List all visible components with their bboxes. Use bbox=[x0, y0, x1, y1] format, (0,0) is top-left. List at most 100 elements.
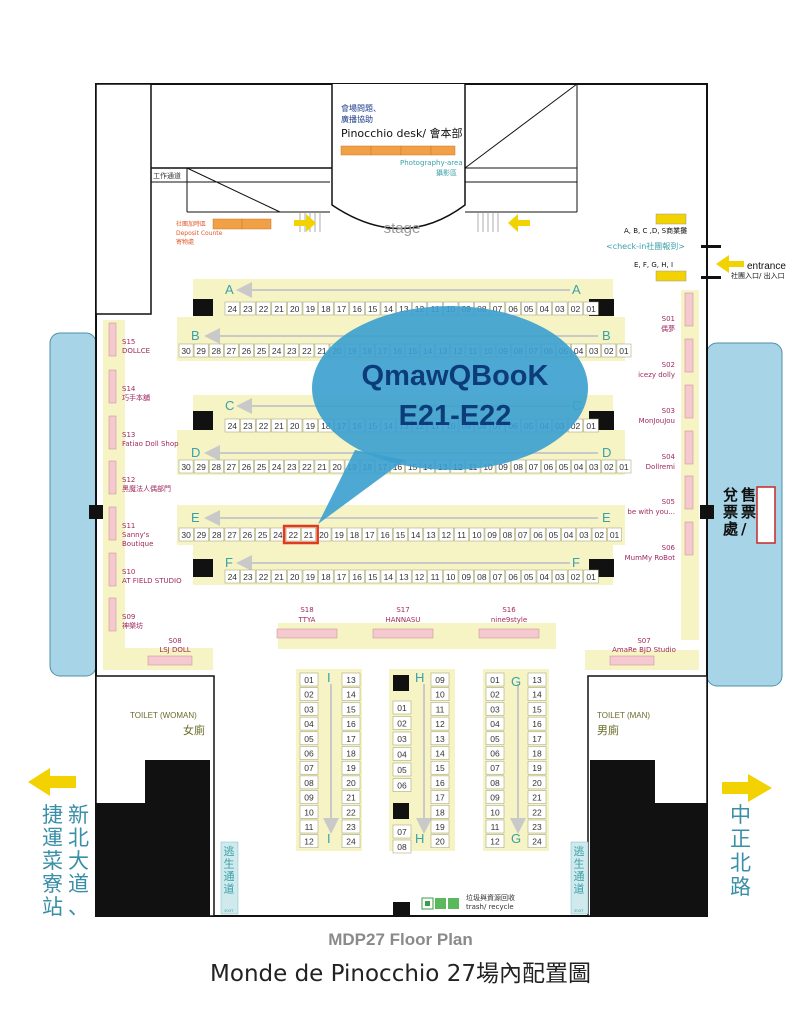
booth-e-03 bbox=[576, 527, 592, 542]
booth-callout: QmawQBooK E21-E22 bbox=[312, 306, 588, 524]
booth-number: 15 bbox=[368, 304, 378, 314]
highlighted-booths bbox=[282, 524, 319, 545]
booth-number: 01 bbox=[586, 421, 596, 431]
booth-d-25 bbox=[254, 459, 269, 474]
booth-number: 19 bbox=[435, 822, 445, 832]
booth-number: 02 bbox=[595, 530, 605, 540]
booth-number: 02 bbox=[490, 690, 500, 700]
booth-number: 19 bbox=[306, 304, 316, 314]
booth-h-15 bbox=[430, 760, 450, 775]
booth-g-11 bbox=[485, 819, 505, 834]
booth-number: 19 bbox=[306, 572, 316, 582]
booth-d-03 bbox=[586, 459, 602, 474]
booth-number: 16 bbox=[380, 530, 390, 540]
special-booth-s04 bbox=[684, 430, 694, 465]
booth-number: 03 bbox=[490, 704, 500, 714]
booth-number: 30 bbox=[181, 462, 191, 472]
booth-number: 08 bbox=[490, 778, 500, 788]
booth-number: 11 bbox=[457, 530, 466, 540]
booth-number: 23 bbox=[287, 462, 297, 472]
dealer-abcd-label: A, B, C ,D, S商業攤 bbox=[624, 226, 687, 235]
special-booth-code: S12 bbox=[122, 476, 135, 484]
booth-number: 20 bbox=[532, 778, 542, 788]
row-label-a: A bbox=[225, 282, 234, 297]
booth-number: 24 bbox=[272, 462, 282, 472]
booth-a-02 bbox=[567, 301, 584, 316]
booth-number: 21 bbox=[304, 530, 314, 540]
booth-f-13 bbox=[396, 569, 412, 584]
trash-recycle-icon bbox=[421, 897, 459, 910]
booth-e-17 bbox=[362, 527, 378, 542]
booth-g-06 bbox=[485, 746, 505, 760]
booth-number: 30 bbox=[181, 346, 191, 356]
booth-number: 07 bbox=[493, 572, 503, 582]
booth-number: 26 bbox=[243, 530, 253, 540]
booth-number: 19 bbox=[334, 530, 344, 540]
staff-passage-label: 工作通道 bbox=[153, 171, 181, 180]
booth-number: 15 bbox=[532, 704, 542, 714]
booth-number: 05 bbox=[397, 765, 407, 775]
booth-g-24 bbox=[527, 834, 547, 848]
booth-f-09 bbox=[458, 569, 474, 584]
booth-h-13 bbox=[430, 731, 450, 746]
booth-h-06 bbox=[392, 778, 412, 792]
special-booth-name: HANNASU bbox=[386, 616, 421, 624]
booth-number: 01 bbox=[304, 675, 314, 685]
booth-i-01 bbox=[299, 672, 319, 687]
floor-plan-title: MDP27 Floor Plan bbox=[328, 930, 473, 949]
pinocchio-desk bbox=[340, 145, 456, 156]
booth-e-22 bbox=[285, 527, 301, 542]
booth-number: 24 bbox=[273, 530, 283, 540]
booth-i-02 bbox=[299, 687, 319, 701]
booth-number: 09 bbox=[435, 675, 445, 685]
special-booth-code: S04 bbox=[662, 453, 676, 461]
booth-g-08 bbox=[485, 775, 505, 790]
column-label-i: I bbox=[327, 670, 331, 685]
special-booth-code: S07 bbox=[637, 637, 650, 645]
special-booth-code: S09 bbox=[122, 613, 135, 621]
booth-b-02 bbox=[601, 343, 617, 358]
booth-number: 21 bbox=[274, 421, 284, 431]
booth-number: 15 bbox=[408, 462, 418, 472]
booth-number: 02 bbox=[571, 421, 581, 431]
special-booth-code: S16 bbox=[502, 606, 516, 614]
special-booth-name: AmaRe BJD Studio bbox=[612, 646, 676, 654]
booth-number: 08 bbox=[514, 462, 524, 472]
special-booth-code: S05 bbox=[662, 498, 675, 506]
booth-b-03 bbox=[586, 343, 602, 358]
booth-h-07 bbox=[392, 824, 412, 839]
booth-number: 10 bbox=[472, 530, 482, 540]
booth-g-19 bbox=[527, 760, 547, 775]
column-label-g-bottom: G bbox=[511, 831, 521, 846]
special-booth-s14 bbox=[108, 369, 117, 404]
booth-number: 28 bbox=[212, 346, 222, 356]
booth-number: 12 bbox=[442, 530, 452, 540]
booth-b-27 bbox=[224, 343, 239, 358]
booth-number: 23 bbox=[243, 572, 253, 582]
booth-number: 12 bbox=[304, 837, 314, 847]
booth-b-25 bbox=[254, 343, 269, 358]
booth-number: 02 bbox=[397, 719, 407, 729]
special-booth-s16 bbox=[478, 628, 540, 639]
special-booth-s01 bbox=[684, 292, 694, 327]
booth-i-16 bbox=[341, 716, 361, 731]
booth-g-13 bbox=[527, 672, 547, 687]
row-label-b: B bbox=[191, 328, 200, 343]
booth-number: 04 bbox=[397, 750, 407, 760]
booth-number: 02 bbox=[604, 346, 614, 356]
booth-number: 14 bbox=[532, 690, 542, 700]
special-booth-name: 巧手本舖 bbox=[122, 393, 150, 402]
booth-number: 22 bbox=[259, 304, 269, 314]
booth-number: 08 bbox=[503, 530, 513, 540]
booth-b-01 bbox=[616, 343, 632, 358]
booth-h-17 bbox=[430, 790, 450, 804]
booth-h-01 bbox=[392, 700, 412, 715]
booth-c-23 bbox=[240, 418, 256, 433]
special-booth-s06 bbox=[684, 521, 694, 556]
booth-h-08 bbox=[392, 839, 412, 854]
special-booth-code: S06 bbox=[662, 544, 676, 552]
booth-number: 18 bbox=[321, 421, 331, 431]
booth-a-17 bbox=[333, 301, 350, 316]
booth-g-03 bbox=[485, 702, 505, 716]
booth-b-28 bbox=[208, 343, 224, 358]
